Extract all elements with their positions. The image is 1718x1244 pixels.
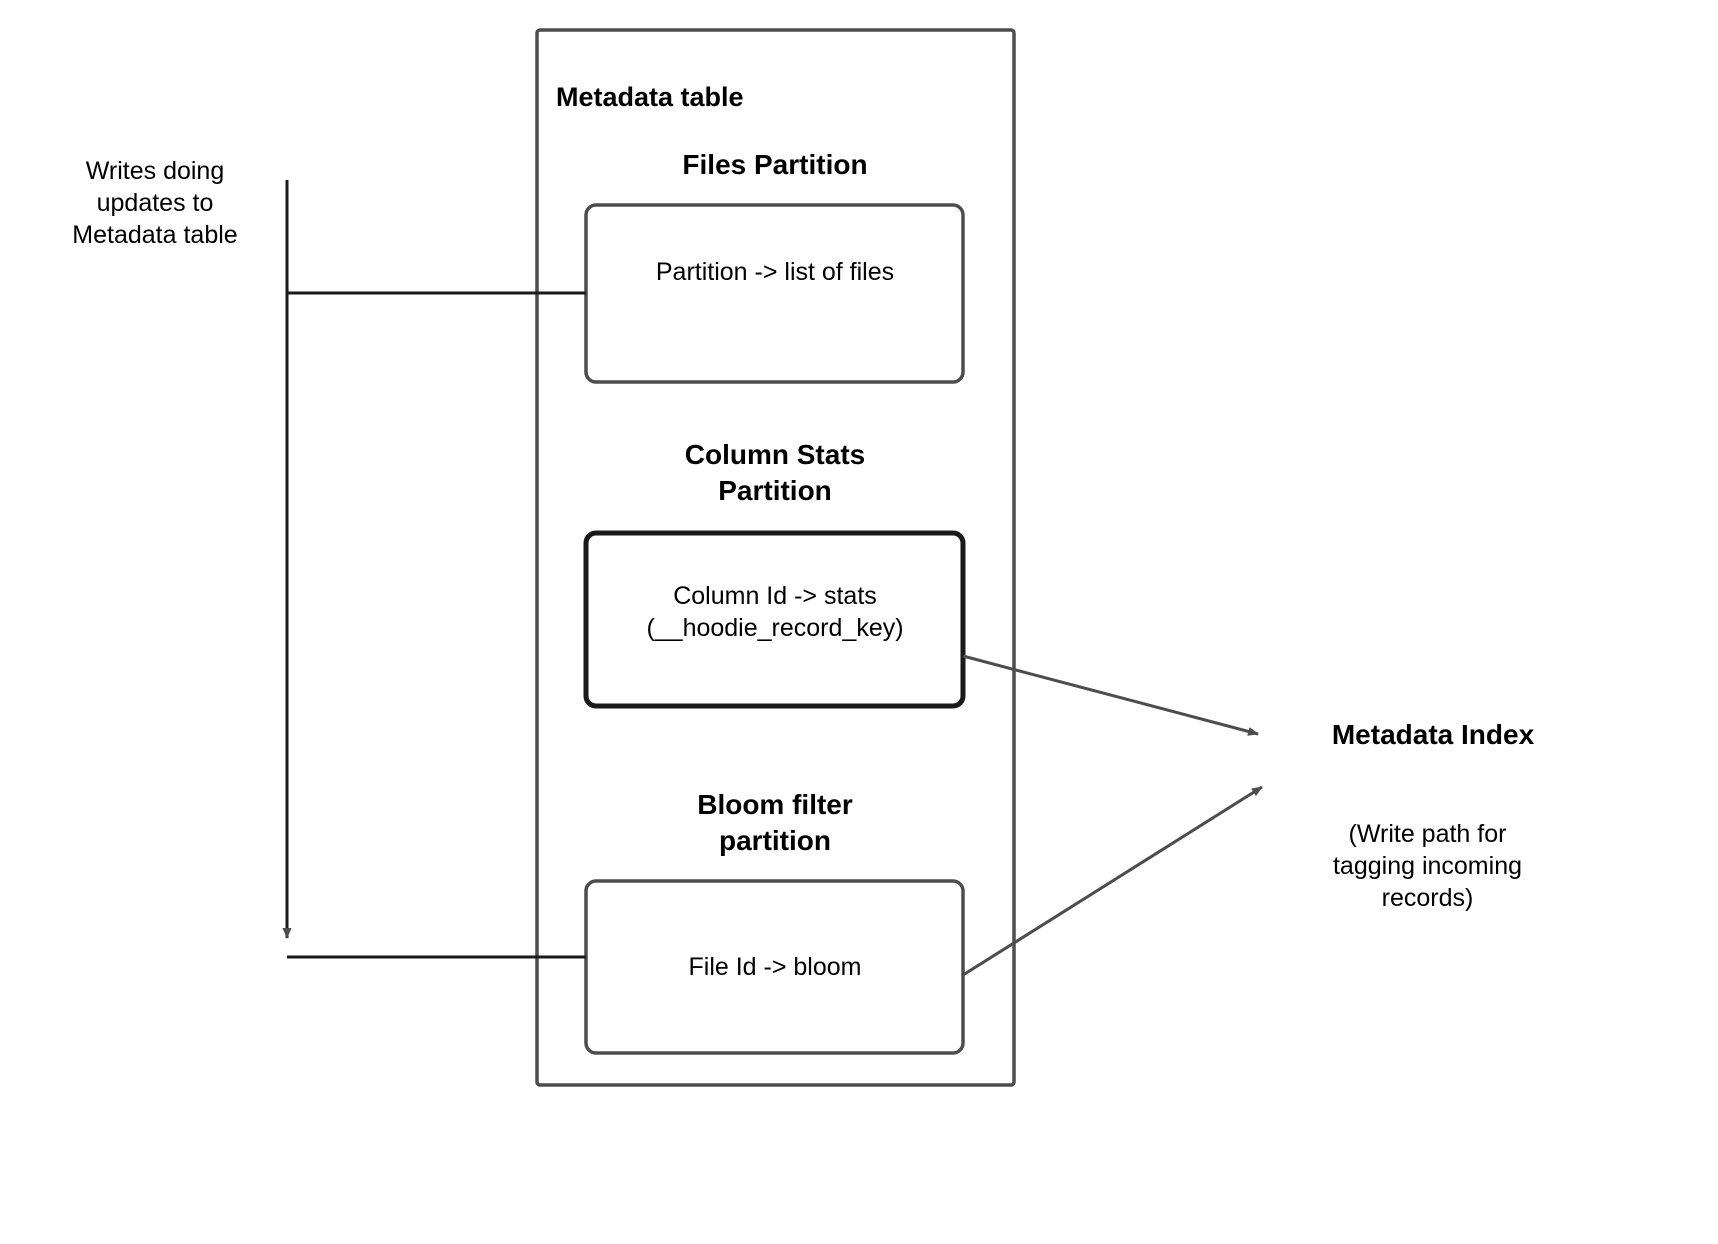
arrow-bloom-to-metadata-index: [962, 785, 1263, 977]
metadata-index-title: Metadata Index: [1331, 719, 1535, 750]
metadata-table-title: Metadata table: [556, 82, 744, 112]
files-partition-box-text: Partition -> list of files: [655, 258, 895, 286]
metadata-table-container: [535, 28, 1016, 1087]
column-stats-partition-heading: Column Stats Partition: [684, 439, 866, 506]
metadata-index-caption: (Write path for tagging incoming records…: [1332, 820, 1522, 912]
column-stats-partition-box: [583, 530, 966, 709]
bloom-filter-partition-box-text: File Id -> bloom: [688, 953, 862, 981]
arrow-colstats-to-metadata-index: [962, 654, 1259, 736]
writes-annotation-label: Writes doing updates to Metadata table: [72, 157, 238, 249]
files-partition-box: [584, 203, 965, 384]
files-partition-heading: Files Partition: [682, 149, 868, 180]
bloom-filter-partition-box: [584, 879, 965, 1055]
column-stats-partition-box-text: Column Id -> stats (__hoodie_record_key): [646, 582, 904, 642]
bloom-filter-partition-heading: Bloom filter partition: [697, 789, 853, 856]
